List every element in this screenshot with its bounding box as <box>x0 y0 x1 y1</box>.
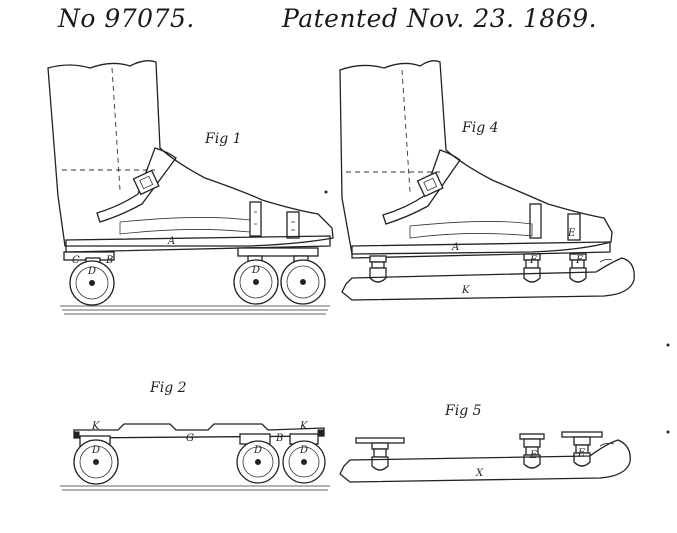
fig4-part-k: K <box>461 285 470 296</box>
fig2-part-d2: D <box>253 445 262 456</box>
patent-date: Patented Nov. 23. 1869. <box>282 4 598 33</box>
fig4-clamp-1 <box>529 203 542 239</box>
fig2-plate <box>73 423 325 439</box>
fig1-clamp-1 <box>249 201 262 237</box>
fig5-blade <box>339 439 631 483</box>
fig1-ankle-strap <box>96 147 177 223</box>
fig1-wheel-1 <box>69 257 115 306</box>
figure-5: Fig 5 X E E <box>339 403 631 483</box>
fig1-label: Fig 1 <box>204 131 242 147</box>
fig2-part-k1: K <box>91 421 100 432</box>
fig2-part-k2: K <box>299 421 308 432</box>
fig1-boot-leg <box>47 60 334 247</box>
fig4-plate <box>351 241 611 259</box>
fig5-part-e2: E <box>577 448 586 459</box>
figure-1: Fig 1 A D D C B <box>47 60 334 315</box>
fig1-part-a: A <box>167 236 175 247</box>
fig2-wheel-2 <box>236 440 280 484</box>
fig4-buckle <box>416 171 444 198</box>
fig1-clamp-2 <box>286 211 300 239</box>
fig4-part-f1: F <box>529 255 538 266</box>
fig5-part-e1: E <box>529 450 538 461</box>
fig4-clamp-2 <box>567 213 581 241</box>
fig4-label: Fig 4 <box>461 120 499 136</box>
fig2-part-d1: D <box>91 445 100 456</box>
patent-number: No 97075. <box>58 4 195 33</box>
fig1-part-d2: D <box>251 265 260 276</box>
fig2-wheel-3 <box>282 440 326 484</box>
fig1-part-b: B <box>105 255 113 266</box>
fig4-part-e: E <box>567 228 576 239</box>
fig4-blade <box>341 257 635 301</box>
fig4-post-2 <box>523 253 541 283</box>
fig5-post-1 <box>355 437 405 471</box>
fig2-label: Fig 2 <box>149 380 187 396</box>
fig1-wheel-2 <box>233 255 279 305</box>
fig4-ankle-strap <box>382 149 461 225</box>
fig1-part-c: C <box>72 255 80 266</box>
fig1-plate <box>65 235 331 253</box>
fig5-part-x: X <box>475 468 484 479</box>
fig1-boot-dash <box>62 67 155 191</box>
fig2-wheel-1 <box>73 439 119 485</box>
fig4-post-1 <box>369 255 387 283</box>
figure-4: Fig 4 A K F F E <box>339 60 635 301</box>
fig1-part-d1: D <box>87 266 96 277</box>
fig4-part-f2: F <box>575 255 584 266</box>
fig4-post-3 <box>569 253 587 283</box>
fig5-post-2 <box>519 433 545 469</box>
fig2-part-d3: D <box>299 445 308 456</box>
figure-2: Fig 2 D D D K G B K <box>60 380 330 491</box>
fig1-wheel-3 <box>280 255 326 305</box>
fig2-part-b: B <box>275 433 283 444</box>
fig1-buckle <box>132 169 160 196</box>
fig5-label: Fig 5 <box>444 403 482 419</box>
fig4-part-a: A <box>451 242 459 253</box>
fig2-part-g: G <box>186 433 194 444</box>
